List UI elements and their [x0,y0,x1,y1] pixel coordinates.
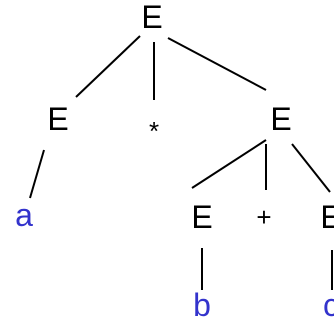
node-times: * [149,116,159,146]
node-left: E [47,101,68,137]
edge-left-a [29,149,45,199]
edge-root-left [75,35,141,98]
edge-right-rightright [291,143,331,193]
node-right-left: E [191,199,212,235]
node-right-right: E [320,199,334,235]
node-plus: + [256,202,271,232]
node-leaf-c: c [323,287,334,322]
edge-root-right [167,37,267,91]
edge-right-rightleft [191,139,267,189]
node-right: E [270,101,291,137]
node-leaf-b: b [193,287,211,322]
node-root: E [141,0,162,35]
node-leaf-a: a [15,197,33,233]
